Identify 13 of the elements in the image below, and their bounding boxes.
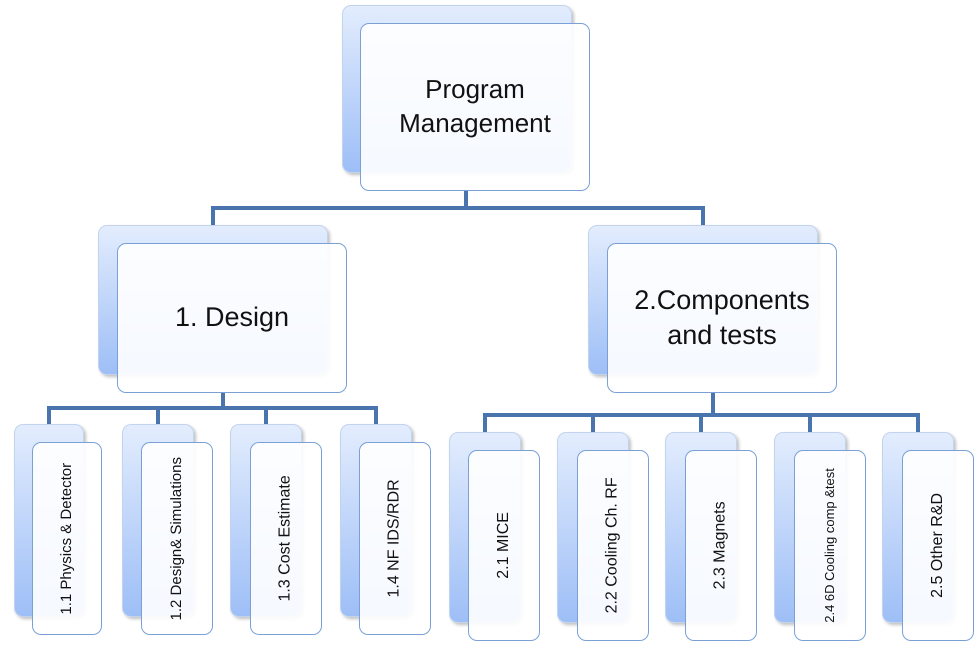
- box-label: 2.4 6D Cooling comp &test: [822, 468, 838, 623]
- box-label: 1.3 Cost Estimate: [276, 475, 295, 602]
- box-label: 2.Components and tests: [633, 284, 811, 352]
- box-label: 1.2 Design& Simulations: [167, 456, 186, 620]
- box-label: 2.1 MICE: [494, 512, 513, 579]
- box-label: 1.1 Physics & Detector: [57, 462, 76, 614]
- box-label: Program Management: [398, 73, 552, 140]
- box-label: 1. Design: [174, 301, 290, 334]
- box-label: 2.3 Magnets: [710, 501, 730, 590]
- box-label: 2.5 Other R&D: [928, 493, 947, 598]
- box-label: 2.2 Cooling Ch. RF: [602, 477, 622, 614]
- connector-line: [464, 191, 705, 225]
- box-label: 1.4 NF IDS/RDR: [384, 479, 404, 598]
